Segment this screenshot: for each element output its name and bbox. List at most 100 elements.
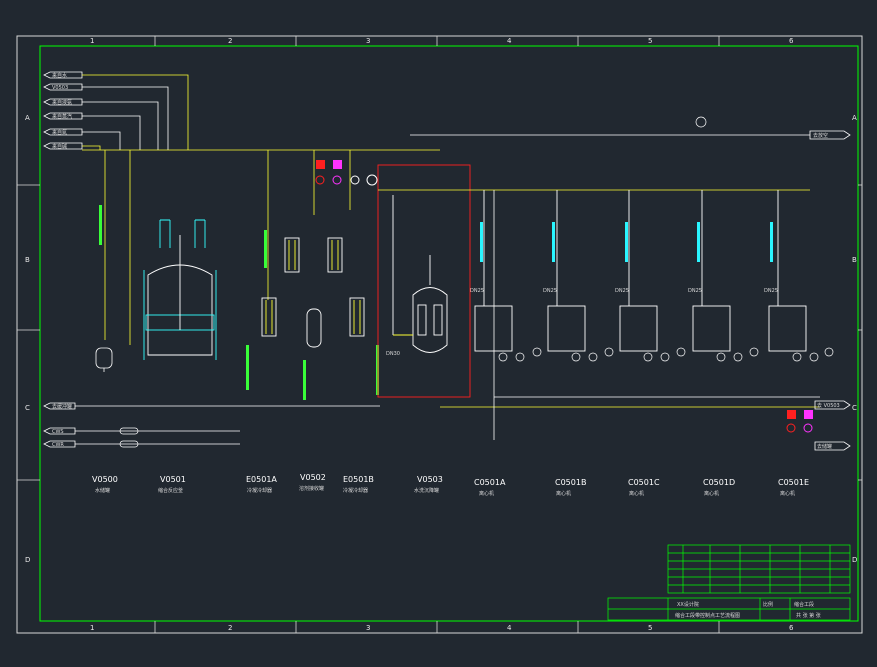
line-number bbox=[625, 222, 628, 262]
centrifuge-c0501c bbox=[619, 190, 658, 352]
equipment-desc: 离心机 bbox=[780, 490, 795, 497]
reactor-v0501 bbox=[143, 219, 217, 360]
nozzle-label: DN25 bbox=[543, 288, 557, 294]
drawing-frame bbox=[16, 35, 863, 634]
grid-col-label: 3 bbox=[366, 37, 370, 45]
grid-col-label: 2 bbox=[228, 624, 232, 632]
inlet-label: 来自液氨 bbox=[52, 99, 72, 106]
grid-row-label: C bbox=[852, 404, 857, 412]
inlet-label: V0503 bbox=[52, 85, 68, 91]
condenser-e0501b bbox=[327, 237, 365, 337]
nozzle-label: DN25 bbox=[615, 288, 629, 294]
equipment-tag: C0501B bbox=[555, 478, 586, 487]
instrument-cluster bbox=[315, 160, 378, 186]
nozzle-label: DN25 bbox=[764, 288, 778, 294]
centrifuge-c0501d bbox=[692, 190, 731, 352]
equipment-desc: 缩合反应釜 bbox=[158, 487, 183, 494]
outlet-label: 去 V0503 bbox=[817, 402, 840, 409]
grid-row-label: D bbox=[25, 556, 30, 564]
line-number bbox=[303, 360, 306, 400]
centrifuge-c0501e bbox=[768, 190, 807, 352]
equipment-desc: 水洗沉降罐 bbox=[414, 487, 439, 494]
inlet-label: 来自水 bbox=[52, 72, 67, 79]
equipment-tag: V0501 bbox=[160, 475, 186, 484]
equipment-desc: 水储罐 bbox=[95, 487, 110, 494]
equipment-tag: V0502 bbox=[300, 473, 326, 482]
line-number bbox=[376, 345, 379, 395]
grid-col-label: 1 bbox=[90, 624, 94, 632]
grid-col-label: 1 bbox=[90, 37, 94, 45]
inlet-lines bbox=[82, 74, 440, 345]
line-number bbox=[480, 222, 483, 262]
line-number bbox=[770, 222, 773, 262]
line-number bbox=[246, 345, 249, 390]
equipment-desc: 冷凝冷却器 bbox=[247, 487, 272, 494]
nozzle-label: DN25 bbox=[470, 288, 484, 294]
title-sheet: 共 张 第 张 bbox=[796, 612, 821, 619]
utility-label: CWR bbox=[52, 442, 64, 448]
grid-row-label: D bbox=[852, 556, 857, 564]
title-block bbox=[607, 544, 851, 621]
centrifuge-c0501b bbox=[547, 190, 586, 352]
title-scale: 比例 bbox=[763, 601, 773, 608]
utility-label: 去缓冲罐 bbox=[52, 403, 72, 410]
equipment-tag: E0501A bbox=[246, 475, 277, 484]
grid-col-label: 5 bbox=[648, 37, 652, 45]
outlet-label: 去储罐 bbox=[817, 443, 832, 450]
grid-row-label: B bbox=[25, 256, 30, 264]
equipment-desc: 离心机 bbox=[479, 490, 494, 497]
equipment-desc: 离心机 bbox=[629, 490, 644, 497]
title-project: 缩合工段带控制点工艺流程图 bbox=[675, 612, 740, 619]
title-company: XX设计院 bbox=[677, 601, 699, 608]
grid-col-label: 6 bbox=[789, 37, 794, 45]
grid-row-label: A bbox=[25, 114, 30, 122]
equipment-tags: V0500 水储罐 V0501 缩合反应釜 E0501A 冷凝冷却器 V0502… bbox=[92, 473, 809, 497]
centrifuge-c0501a bbox=[474, 190, 513, 352]
line-number bbox=[264, 230, 267, 268]
equipment-tag: V0503 bbox=[417, 475, 443, 484]
grid-col-label: 3 bbox=[366, 624, 370, 632]
equipment-tag: E0501B bbox=[343, 475, 374, 484]
equipment-desc: 离心机 bbox=[556, 490, 571, 497]
grid-labels: 1 2 3 4 5 6 1 2 3 4 5 6 A B C D A B C D bbox=[25, 37, 857, 632]
inlet-label: 来自氮 bbox=[52, 129, 67, 136]
inlet-label: 来自蒸汽 bbox=[52, 113, 72, 120]
equipment-tag: C0501D bbox=[703, 478, 735, 487]
utility-label: CWS bbox=[52, 429, 64, 435]
condenser-e0501a bbox=[261, 237, 300, 337]
grid-row-label: C bbox=[25, 404, 30, 412]
nozzle-labels: DN25 DN25 DN25 DN25 DN25 DN30 bbox=[386, 288, 778, 357]
title-block-text: XX设计院 缩合工段带控制点工艺流程图 缩合工段 比例 共 张 第 张 bbox=[675, 601, 821, 619]
utility-streams: 去缓冲罐 CWS CWR bbox=[43, 402, 380, 448]
equipment-tag: C0501E bbox=[778, 478, 809, 487]
line-number bbox=[99, 205, 102, 245]
line-number bbox=[552, 222, 555, 262]
outlet-streams: 去放空 去 V0503 去储罐 bbox=[786, 130, 851, 451]
grid-col-label: 4 bbox=[507, 624, 512, 632]
grid-row-label: B bbox=[852, 256, 857, 264]
receiver-v0502 bbox=[306, 308, 322, 348]
line-numbers bbox=[99, 205, 773, 400]
grid-col-label: 2 bbox=[228, 37, 232, 45]
nozzle-label: DN30 bbox=[386, 351, 400, 357]
equipment-desc: 溶剂接收罐 bbox=[299, 485, 324, 492]
equipment-tag: C0501C bbox=[628, 478, 660, 487]
outlet-label: 去放空 bbox=[813, 132, 828, 139]
tank-v0500 bbox=[95, 347, 113, 372]
equipment-tag: V0500 bbox=[92, 475, 118, 484]
equipment-desc: 冷凝冷却器 bbox=[343, 487, 368, 494]
header-lines bbox=[378, 134, 820, 440]
grid-col-label: 5 bbox=[648, 624, 652, 632]
equipment-tag: C0501A bbox=[474, 478, 506, 487]
centrifuge-instruments bbox=[498, 116, 834, 362]
nozzle-label: DN25 bbox=[688, 288, 702, 294]
equipment-desc: 离心机 bbox=[704, 490, 719, 497]
grid-col-label: 6 bbox=[789, 624, 794, 632]
title-drawing: 缩合工段 bbox=[794, 601, 814, 608]
vessel-v0503 bbox=[377, 164, 471, 398]
inlet-label: 来自碱 bbox=[52, 143, 67, 150]
line-number bbox=[697, 222, 700, 262]
grid-row-label: A bbox=[852, 114, 857, 122]
